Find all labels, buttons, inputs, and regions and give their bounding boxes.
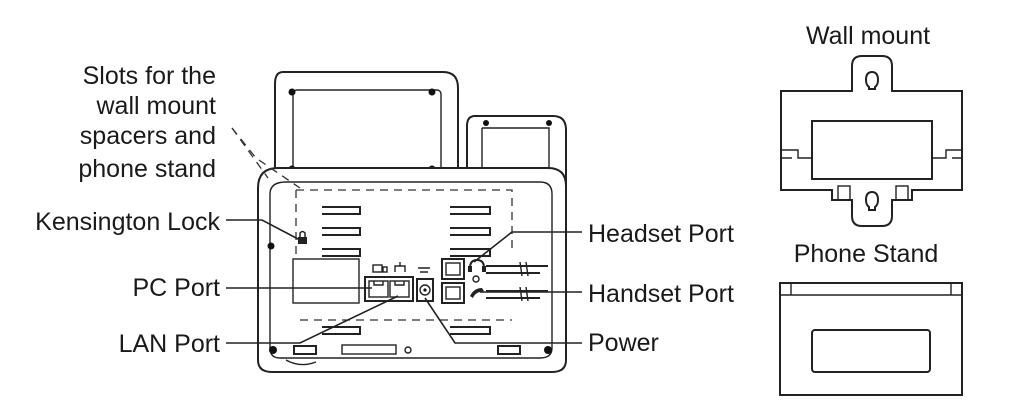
leader-lines xyxy=(226,127,582,344)
mount-slots-right xyxy=(450,206,491,335)
headset-port-label: Headset Port xyxy=(588,220,734,248)
screw xyxy=(546,120,552,126)
screw xyxy=(428,88,436,96)
lan-icon xyxy=(394,262,406,272)
keyhole-bottom xyxy=(864,190,880,211)
phone-body xyxy=(257,71,567,373)
slots-label-line1: Slots for the xyxy=(83,62,216,90)
pc-port-label: PC Port xyxy=(132,274,220,302)
screw xyxy=(269,346,277,354)
power-label: Power xyxy=(588,329,659,357)
pc-ethernet-port xyxy=(368,280,389,298)
stand-outline xyxy=(779,282,963,396)
lan-port-leader xyxy=(226,295,399,344)
phone-stand xyxy=(779,282,963,396)
slots-label-line2: wall mount xyxy=(96,92,217,120)
kensington-leader xyxy=(226,219,301,241)
handset-jack xyxy=(441,282,465,304)
clip-right xyxy=(895,185,909,201)
wall-mount-title: Wall mount xyxy=(806,22,930,50)
bottom-hole xyxy=(404,346,412,354)
screw xyxy=(544,346,552,354)
kensington-lock-label: Kensington Lock xyxy=(35,208,220,236)
power-leader xyxy=(424,297,582,344)
clip-left xyxy=(837,185,851,201)
slots-label-line3: spacers and xyxy=(80,122,216,150)
wall-mount-window xyxy=(811,120,933,180)
dc-icon xyxy=(418,267,430,273)
aux-jack xyxy=(472,275,480,283)
keyhole-top xyxy=(864,70,880,90)
slots-label-line4: phone stand xyxy=(78,155,216,183)
cable-curve xyxy=(285,359,317,366)
screw xyxy=(483,120,489,126)
lock-icon xyxy=(298,230,307,244)
slots-leader xyxy=(231,127,301,189)
wall-mount-side-tabs xyxy=(781,149,962,159)
body-inner-outline xyxy=(269,181,553,359)
headset-leader xyxy=(473,231,582,263)
cord-channel xyxy=(486,261,548,302)
lan-port-label: LAN Port xyxy=(119,330,220,358)
headset-jack xyxy=(441,258,465,280)
wall-mount-outline xyxy=(780,55,963,227)
bottom-slot xyxy=(341,344,397,355)
pc-icon xyxy=(372,264,388,273)
stand-top-notches xyxy=(790,283,952,295)
stand-window xyxy=(811,329,931,373)
handset-icon xyxy=(470,288,484,298)
handset-port-label: Handset Port xyxy=(588,280,734,308)
main-body xyxy=(257,167,567,373)
kensington-slot xyxy=(267,242,275,250)
label-plate xyxy=(292,258,360,304)
wall-mount-bracket xyxy=(780,55,963,227)
lan-ethernet-port xyxy=(389,280,410,298)
screw xyxy=(288,88,296,96)
foot-left xyxy=(293,345,317,355)
foot-right xyxy=(497,345,521,355)
phone-stand-title: Phone Stand xyxy=(794,240,939,268)
slots-leader-2 xyxy=(231,127,269,179)
mount-slots-left xyxy=(322,206,361,335)
